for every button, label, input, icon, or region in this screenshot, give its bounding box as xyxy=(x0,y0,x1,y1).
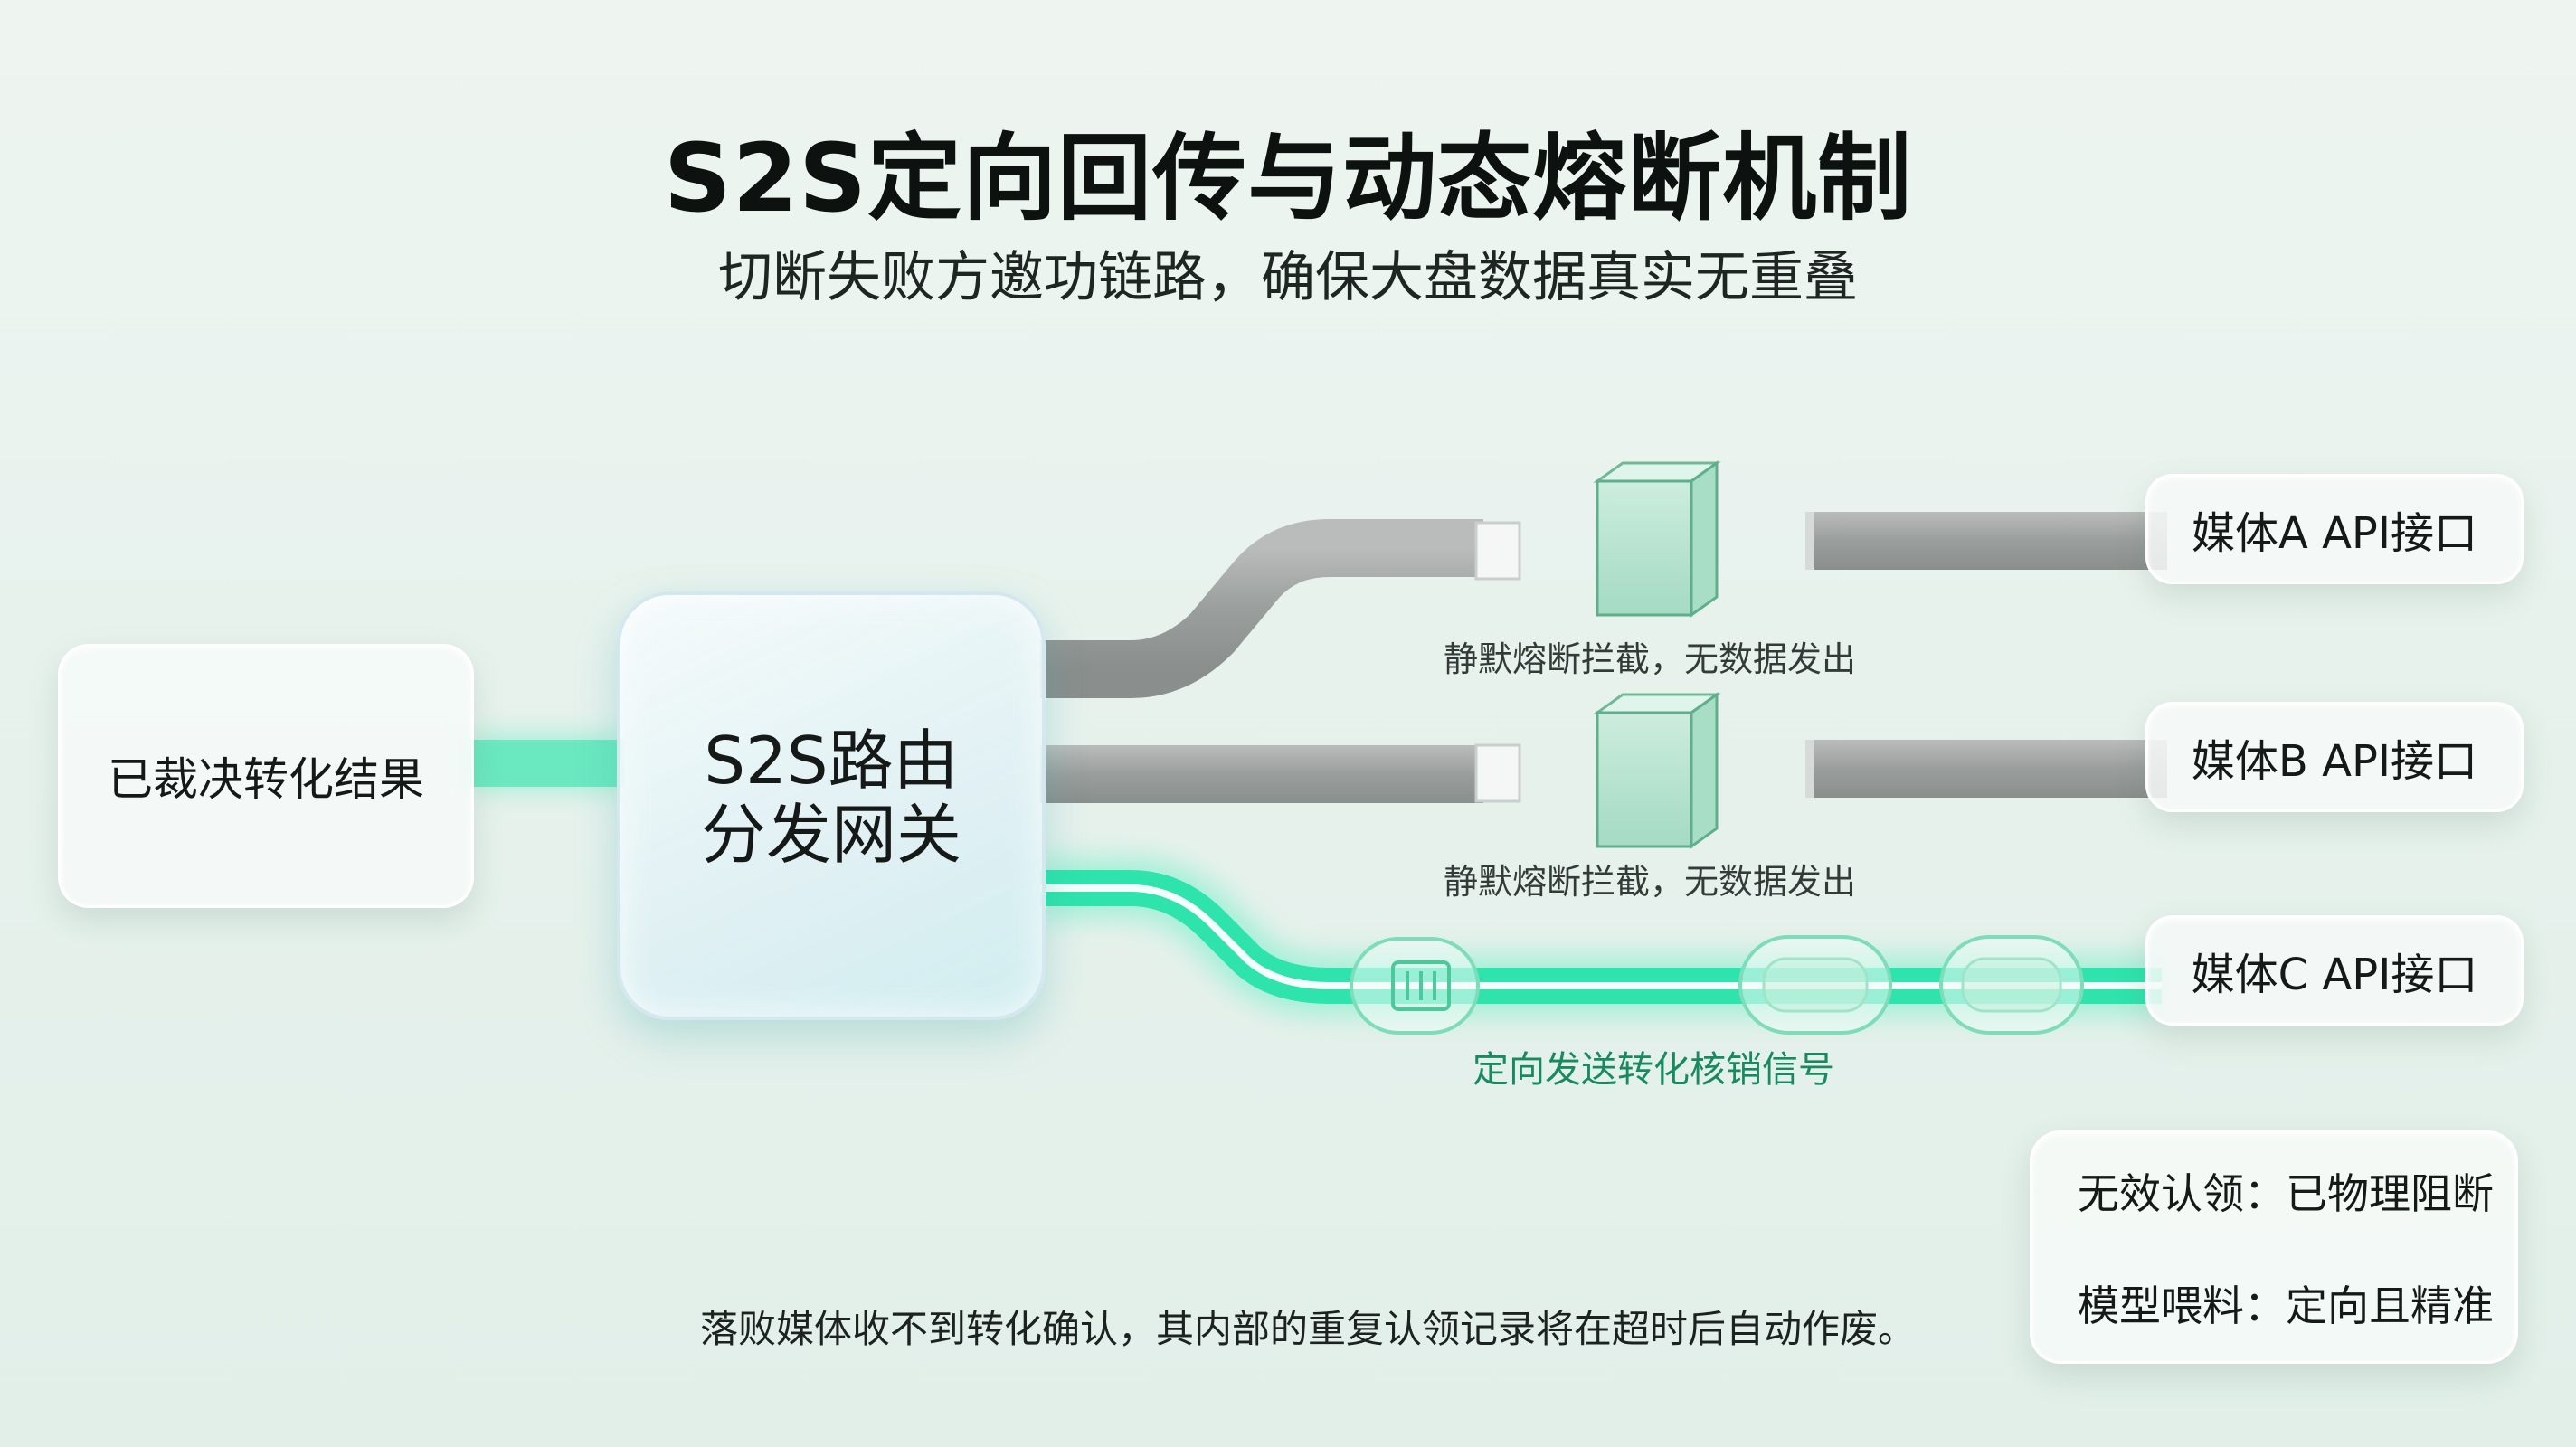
legend-panel: 无效认领：已物理阻断 模型喂料：定向且精准 xyxy=(2030,1130,2518,1364)
footnote: 落败媒体收不到转化确认，其内部的重复认领记录将在超时后自动作废。 xyxy=(700,1307,1917,1351)
media-a-node: 媒体A API接口 xyxy=(2145,474,2524,584)
gateway-label-line2: 分发网关 xyxy=(700,797,961,873)
gateway-label-line1: S2S路由 xyxy=(704,723,959,799)
gateway-node: S2S路由 分发网关 xyxy=(617,591,1046,1020)
signal-c-label: 定向发送转化核销信号 xyxy=(1473,1049,1834,1091)
media-a-stub xyxy=(1805,512,2167,570)
media-b-stub xyxy=(1805,740,2167,798)
breaker-b-label: 静默熔断拦截，无数据发出 xyxy=(1444,862,1857,902)
media-c-label: 媒体C API接口 xyxy=(2191,950,2478,1000)
breaker-a-label: 静默熔断拦截，无数据发出 xyxy=(1444,639,1857,679)
channel-b-pipe xyxy=(1040,743,1521,803)
source-node-label: 已裁决转化结果 xyxy=(108,753,424,806)
media-a-label: 媒体A API接口 xyxy=(2191,508,2478,559)
breaker-cube-b xyxy=(1593,692,1721,849)
signal-capsule-1 xyxy=(1350,937,1480,1035)
page-title: S2S定向回传与动态熔断机制 xyxy=(663,123,1913,233)
legend-item-blocked: 无效认领：已物理阻断 xyxy=(2078,1169,2494,1218)
source-link xyxy=(470,734,624,790)
media-b-label: 媒体B API接口 xyxy=(2191,736,2478,787)
legend-item-precise: 模型喂料：定向且精准 xyxy=(2078,1281,2494,1330)
page-subtitle: 切断失败方邀功链路，确保大盘数据真实无重叠 xyxy=(718,246,1858,309)
breaker-cube-a xyxy=(1593,460,1721,618)
source-node: 已裁决转化结果 xyxy=(58,644,474,908)
media-b-node: 媒体B API接口 xyxy=(2145,702,2524,812)
media-c-node: 媒体C API接口 xyxy=(2145,915,2524,1026)
channel-c-active-line xyxy=(1040,857,2162,1017)
signal-capsule-3 xyxy=(1939,935,2084,1035)
signal-capsule-2 xyxy=(1738,935,1892,1035)
channel-a-pipe xyxy=(1040,519,1521,698)
